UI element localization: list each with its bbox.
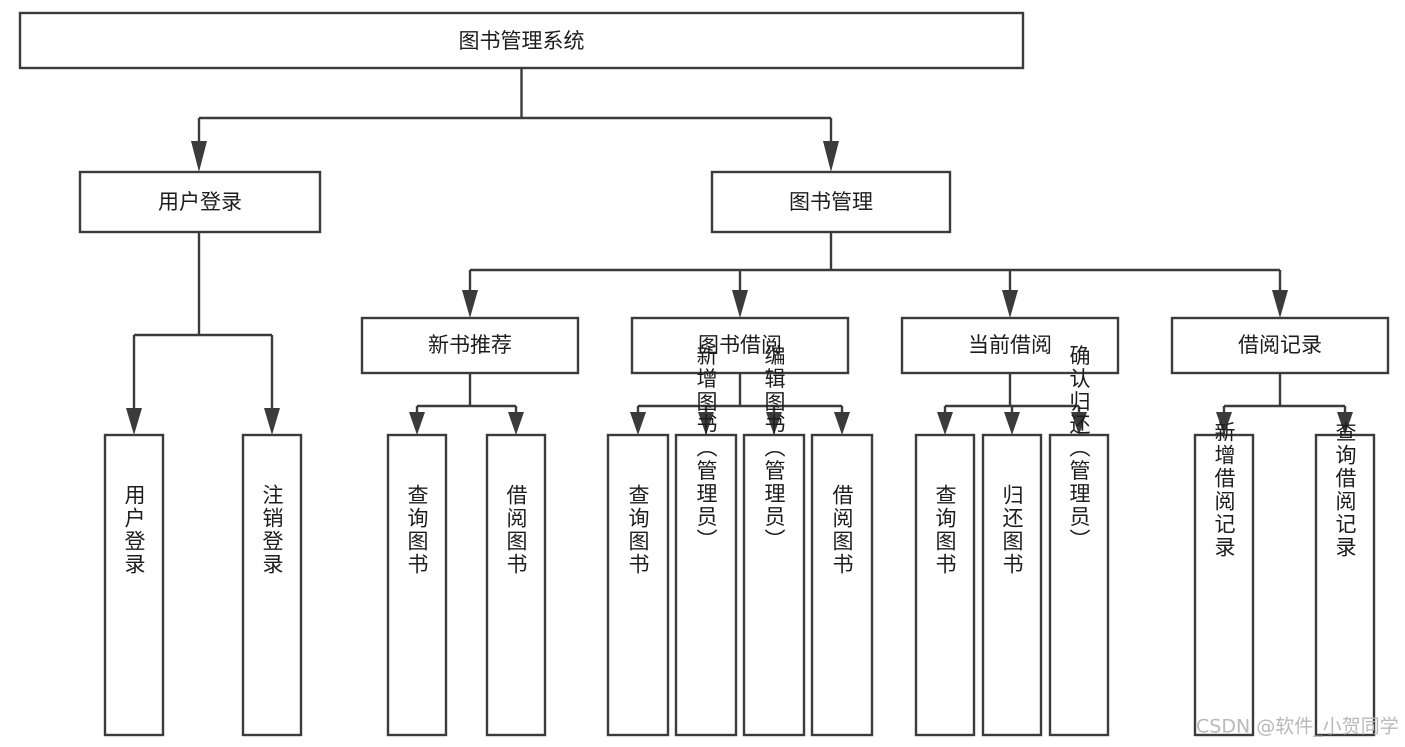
node-leaf-add-borrow-record-box[interactable] <box>1193 433 1255 737</box>
node-leaf-query-borrow-record-box[interactable] <box>1314 433 1376 737</box>
arrow-head-book-borrow <box>732 290 748 318</box>
arrow-head-leaf-borrow-book-new <box>508 412 524 435</box>
connector-new-book-recommend-to-leaves <box>409 373 524 435</box>
node-book-borrow[interactable]: 图书借阅 <box>630 316 850 375</box>
node-user-login-label: 用户登录 <box>158 190 242 214</box>
connector-borrow-records-to-leaves <box>1216 373 1353 435</box>
node-leaf-add-book-admin[interactable]: 新增图书（管理员） <box>674 345 738 737</box>
node-leaf-add-borrow-record-label: 新增借阅记录 <box>1212 421 1236 559</box>
arrow-head-leaf-logout-login <box>264 408 280 435</box>
node-leaf-logout-login-label: 注销登录 <box>260 484 284 576</box>
node-leaf-query-borrow-record[interactable]: 查询借阅记录 <box>1314 421 1376 737</box>
node-leaf-query-book-new[interactable]: 查询图书 <box>386 433 448 737</box>
node-leaf-query-book-current[interactable]: 查询图书 <box>914 433 976 737</box>
arrow-head-leaf-query-book-new <box>409 412 425 435</box>
node-user-login[interactable]: 用户登录 <box>78 170 322 234</box>
node-book-borrow-box[interactable] <box>630 316 850 375</box>
node-leaf-borrow-book-borrow-box[interactable] <box>810 433 874 737</box>
node-root[interactable]: 图书管理系统 <box>18 11 1025 70</box>
node-leaf-query-book-current-label: 查询图书 <box>933 484 957 576</box>
connector-book-borrow-to-leaves <box>630 373 850 435</box>
node-borrow-records-box[interactable] <box>1170 316 1390 375</box>
node-leaf-query-book-borrow-label: 查询图书 <box>626 484 650 576</box>
node-leaf-return-book-label: 归还图书 <box>1000 484 1024 576</box>
node-current-borrow[interactable]: 当前借阅 <box>900 316 1120 375</box>
node-root-label: 图书管理系统 <box>459 29 585 53</box>
node-user-login-box[interactable] <box>78 170 322 234</box>
connector-root-to-level2 <box>191 68 839 172</box>
node-leaf-confirm-return-admin-label: 确认归还（管理员） <box>1067 345 1091 552</box>
arrow-head-leaf-query-book-borrow <box>630 412 646 435</box>
node-leaf-edit-book-admin[interactable]: 编辑图书（管理员） <box>742 345 806 737</box>
node-leaf-user-login[interactable]: 用户登录 <box>103 433 165 737</box>
arrow-head-leaf-query-borrow-record <box>1337 412 1353 435</box>
node-borrow-records-label: 借阅记录 <box>1238 333 1322 357</box>
node-book-management-box[interactable] <box>710 170 952 234</box>
connector-book-management-to-level3 <box>462 232 1288 318</box>
arrow-head-new-book-recommend <box>462 290 478 318</box>
node-leaf-user-login-label: 用户登录 <box>122 484 146 576</box>
node-borrow-records[interactable]: 借阅记录 <box>1170 316 1390 375</box>
node-leaf-borrow-book-borrow[interactable]: 借阅图书 <box>810 433 874 737</box>
node-leaf-query-book-borrow-box[interactable] <box>606 433 670 737</box>
node-leaf-query-book-new-box[interactable] <box>386 433 448 737</box>
node-leaf-logout-login[interactable]: 注销登录 <box>241 433 303 737</box>
node-book-borrow-label: 图书借阅 <box>698 333 782 357</box>
connector-user-login-to-leaves <box>126 232 280 435</box>
node-leaf-borrow-book-new-label: 借阅图书 <box>504 484 528 576</box>
node-current-borrow-box[interactable] <box>900 316 1120 375</box>
node-book-management-label: 图书管理 <box>789 190 873 214</box>
arrow-head-leaf-confirm-return-admin <box>1071 412 1087 435</box>
node-leaf-return-book-box[interactable] <box>981 433 1043 737</box>
node-leaf-add-book-admin-label: 新增图书（管理员） <box>694 345 718 552</box>
node-leaf-borrow-book-borrow-label: 借阅图书 <box>830 484 854 576</box>
arrow-head-leaf-query-book-current <box>937 412 953 435</box>
node-leaf-edit-book-admin-label: 编辑图书（管理员） <box>762 345 786 552</box>
arrow-head-leaf-edit-book-admin <box>766 412 782 435</box>
node-new-book-recommend-box[interactable] <box>360 316 580 375</box>
arrow-head-leaf-user-login <box>126 408 142 435</box>
node-current-borrow-label: 当前借阅 <box>968 333 1052 357</box>
node-leaf-query-book-new-label: 查询图书 <box>405 484 429 576</box>
csdn-watermark: CSDN @软件_小贺同学 <box>1196 716 1399 738</box>
node-leaf-query-book-current-box[interactable] <box>914 433 976 737</box>
node-leaf-query-book-borrow[interactable]: 查询图书 <box>606 433 670 737</box>
arrow-head-leaf-add-book-admin <box>698 412 714 435</box>
node-book-management[interactable]: 图书管理 <box>710 170 952 234</box>
arrow-head-leaf-add-borrow-record <box>1216 412 1232 435</box>
node-leaf-confirm-return-admin-box[interactable] <box>1048 433 1110 737</box>
node-leaf-logout-login-box[interactable] <box>241 433 303 737</box>
node-leaf-confirm-return-admin[interactable]: 确认归还（管理员） <box>1048 345 1110 737</box>
arrow-head-book-management <box>823 141 839 172</box>
arrow-head-user-login <box>191 141 207 172</box>
node-leaf-user-login-box[interactable] <box>103 433 165 737</box>
node-leaf-add-book-admin-box[interactable] <box>674 433 738 737</box>
node-leaf-query-borrow-record-label: 查询借阅记录 <box>1333 421 1357 559</box>
node-new-book-recommend-label: 新书推荐 <box>428 333 512 357</box>
node-leaf-borrow-book-new-box[interactable] <box>485 433 547 737</box>
arrow-head-leaf-borrow-book-borrow <box>834 412 850 435</box>
arrow-head-current-borrow <box>1002 290 1018 318</box>
node-new-book-recommend[interactable]: 新书推荐 <box>360 316 580 375</box>
node-leaf-borrow-book-new[interactable]: 借阅图书 <box>485 433 547 737</box>
connector-current-borrow-to-leaves <box>937 373 1087 435</box>
node-root-box[interactable] <box>18 11 1025 70</box>
node-leaf-return-book[interactable]: 归还图书 <box>981 433 1043 737</box>
node-leaf-edit-book-admin-box[interactable] <box>742 433 806 737</box>
arrow-head-borrow-records <box>1272 290 1288 318</box>
arrow-head-leaf-return-book <box>1004 412 1020 435</box>
node-leaf-add-borrow-record[interactable]: 新增借阅记录 <box>1193 421 1255 737</box>
